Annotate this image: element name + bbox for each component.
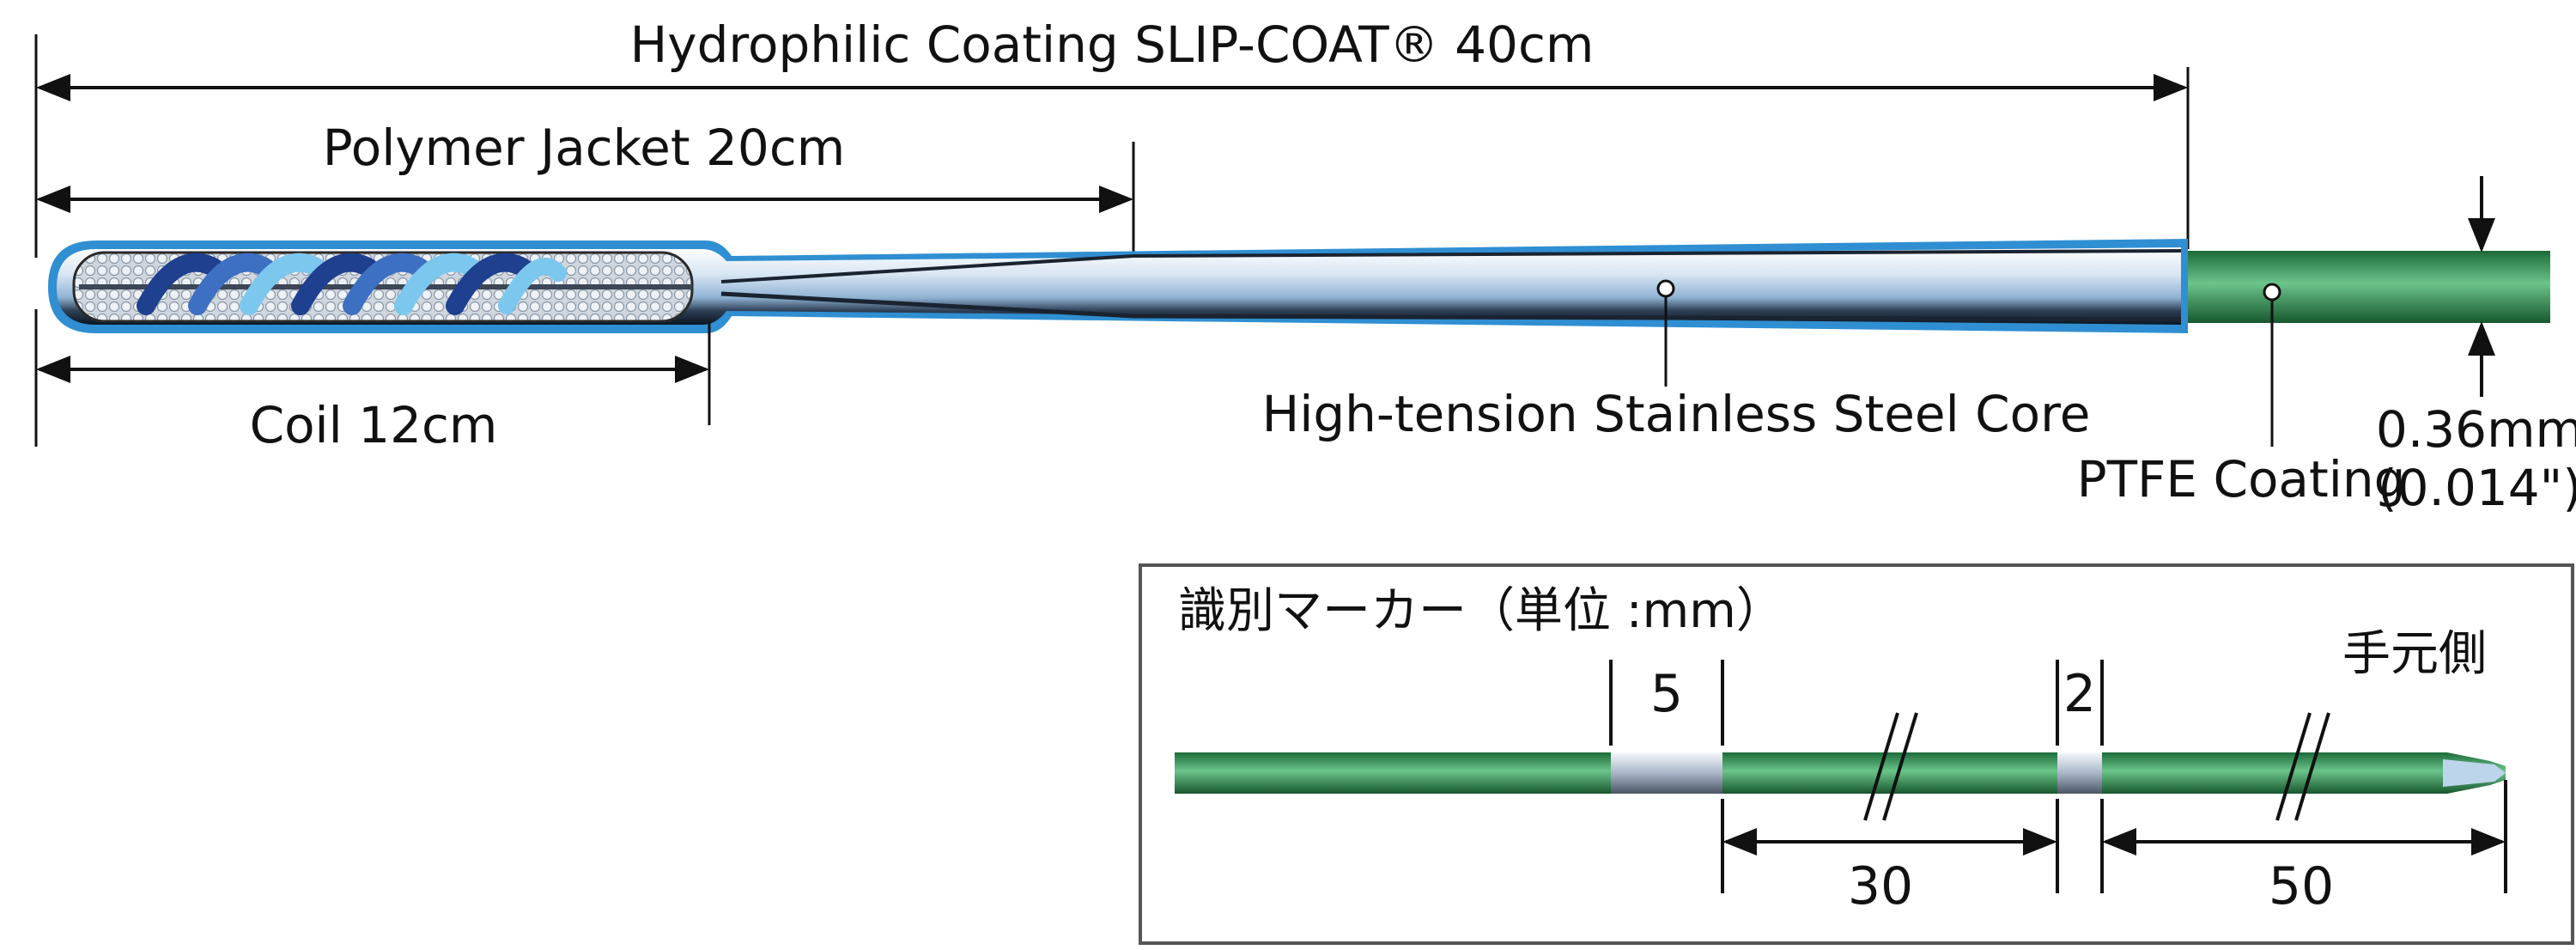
marker-wire <box>1175 712 2506 821</box>
hydrophilic-coating-label: Hydrophilic Coating SLIP-COAT® 40cm <box>630 15 1595 74</box>
diameter-in-label: (0.014") <box>2378 459 2576 517</box>
marker-2 <box>2057 752 2102 794</box>
polymer-jacket-label: Polymer Jacket 20cm <box>323 119 845 177</box>
marker-panel-title: 識別マーカー（単位 :mm） <box>1178 583 1784 639</box>
core-label: High-tension Stainless Steel Core <box>1262 385 2091 443</box>
gap-2-length: 50 <box>2269 856 2334 917</box>
diameter-mm-label: 0.36mm <box>2376 400 2576 459</box>
diameter-indicator: 0.36mm (0.014") <box>2376 176 2576 517</box>
ptfe-coating <box>2188 251 2550 323</box>
marker-panel: 識別マーカー（単位 :mm） 手元側 5 2 30 <box>1139 563 2574 945</box>
marker-1-length: 5 <box>1650 664 1683 724</box>
coil <box>137 253 567 315</box>
gap-1-length: 30 <box>1848 856 1913 917</box>
hydrophilic-coating-dimension: Hydrophilic Coating SLIP-COAT® 40cm <box>34 15 2190 258</box>
coil-label: Coil 12cm <box>250 396 498 454</box>
ptfe-label: PTFE Coating <box>2077 450 2406 508</box>
coil-dimension: Coil 12cm <box>34 309 711 454</box>
marker-2-length: 2 <box>2063 664 2096 724</box>
guidewire <box>48 239 2550 447</box>
proximal-side-label: 手元側 <box>2342 626 2487 682</box>
marker-1 <box>1611 752 1722 794</box>
polymer-jacket-dimension: Polymer Jacket 20cm <box>36 119 1135 258</box>
